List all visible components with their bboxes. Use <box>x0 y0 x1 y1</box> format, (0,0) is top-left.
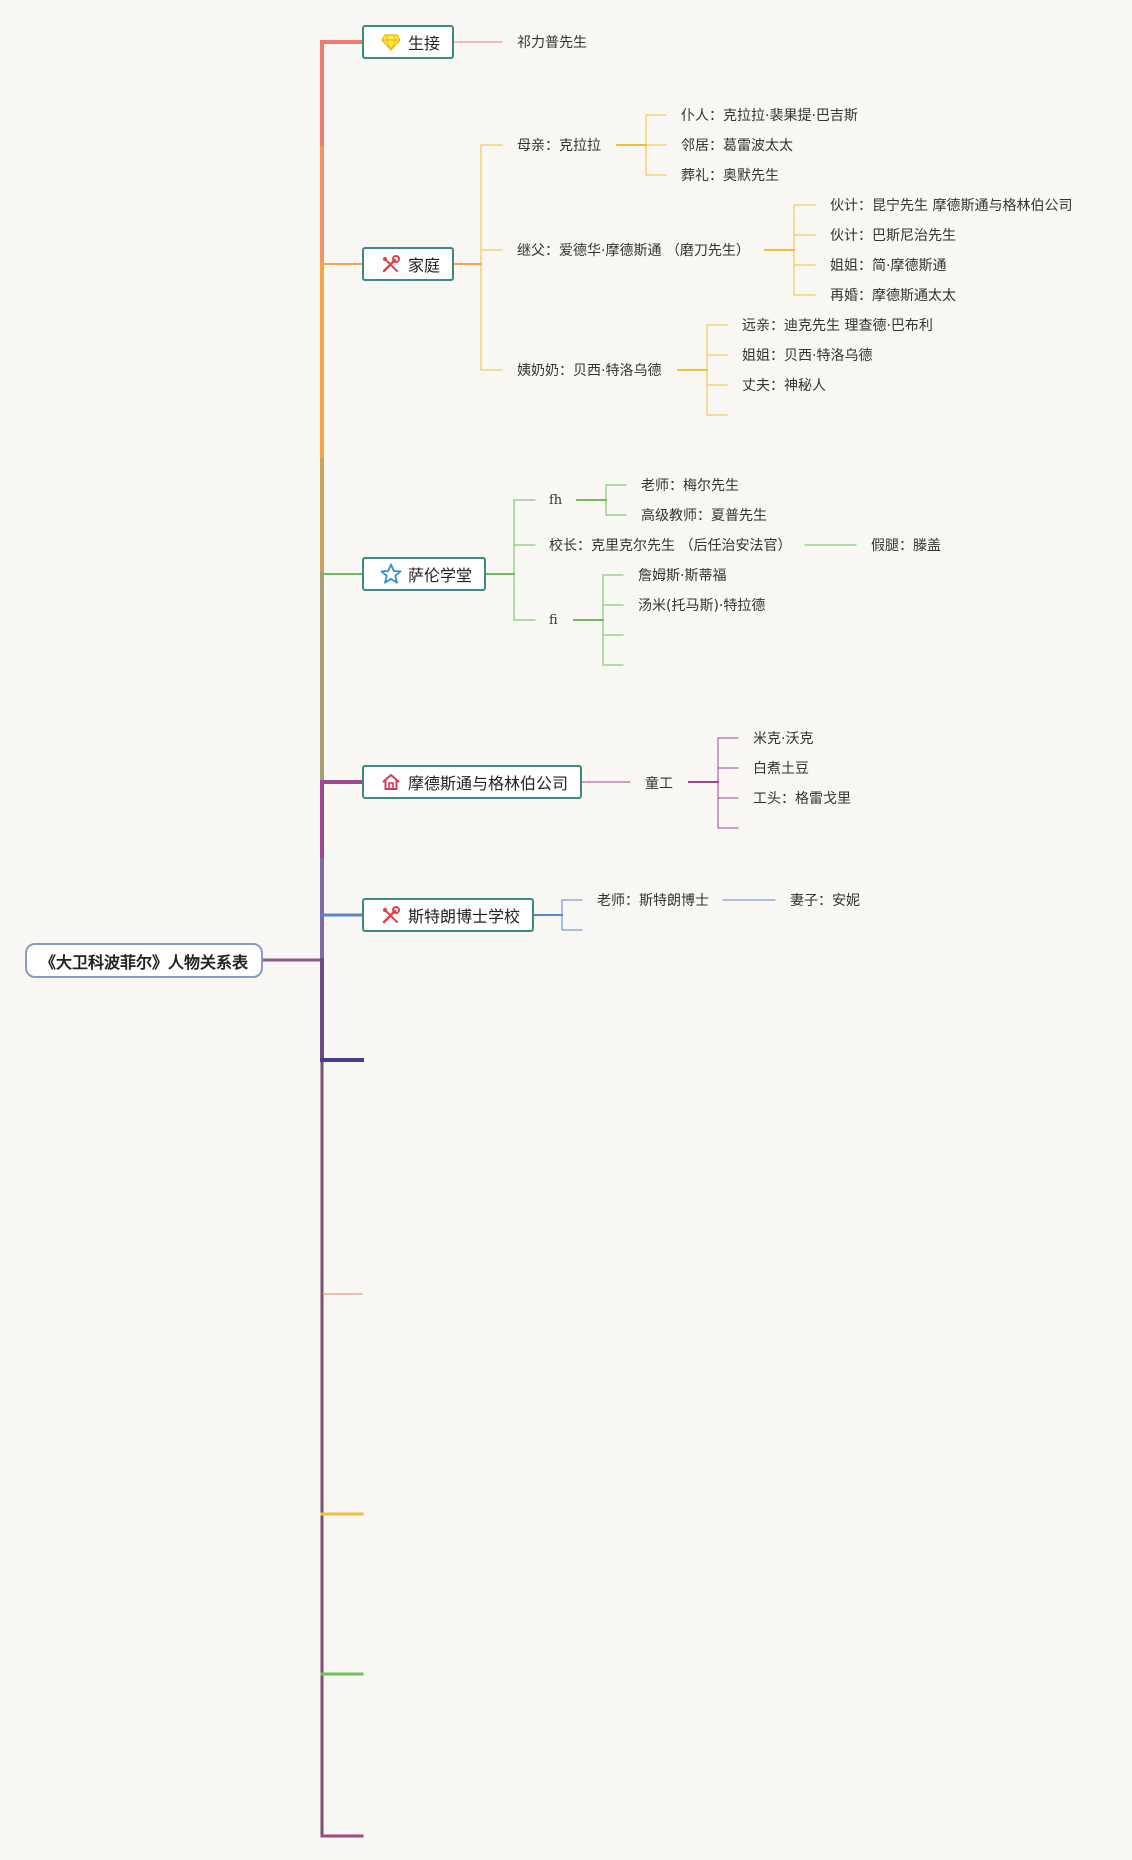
node[interactable]: 仆人：克拉拉·裴果提·巴吉斯 <box>681 108 858 124</box>
node[interactable]: 母亲：克拉拉 <box>517 138 601 154</box>
node[interactable]: 汤米(托马斯)·特拉德 <box>638 598 766 614</box>
star-icon <box>380 563 402 585</box>
node[interactable]: 伙计：昆宁先生 摩德斯通与格林伯公司 <box>830 198 1073 214</box>
branch-label: 斯特朗博士学校 <box>408 907 521 926</box>
node[interactable]: 葬礼：奥默先生 <box>681 168 779 184</box>
diamond-icon <box>380 31 402 53</box>
node[interactable]: fi <box>549 613 558 628</box>
node[interactable]: 假腿：滕盖 <box>871 538 941 554</box>
node[interactable]: 妻子：安妮 <box>790 893 860 909</box>
node[interactable]: 工头：格雷戈里 <box>753 791 851 807</box>
node[interactable]: 姐姐：简·摩德斯通 <box>830 258 947 274</box>
node[interactable]: 老师：斯特朗博士 <box>597 893 709 909</box>
node[interactable]: 祁力普先生 <box>517 35 587 51</box>
node[interactable]: 老师：梅尔先生 <box>641 478 739 494</box>
branch-shengjie[interactable]: 生接 <box>362 25 455 59</box>
branch-murdstone-grinby[interactable]: 摩德斯通与格林伯公司 <box>362 765 583 799</box>
node[interactable]: 米克·沃克 <box>753 731 814 747</box>
branch-label: 家庭 <box>408 256 441 275</box>
tools-icon <box>380 253 402 275</box>
node[interactable]: 高级教师：夏普先生 <box>641 508 767 524</box>
node[interactable]: 远亲：迪克先生 理查德·巴布利 <box>742 318 933 334</box>
node[interactable]: 伙计：巴斯尼治先生 <box>830 228 956 244</box>
node[interactable]: 白煮土豆 <box>753 761 809 777</box>
branch-label: 摩德斯通与格林伯公司 <box>408 774 569 793</box>
branch-dr-strong-school[interactable]: 斯特朗博士学校 <box>362 898 535 932</box>
node[interactable]: 丈夫：神秘人 <box>742 378 826 394</box>
node[interactable]: fh <box>549 493 563 508</box>
node[interactable]: 童工 <box>645 776 673 792</box>
node[interactable]: 詹姆斯·斯蒂福 <box>638 568 727 584</box>
node[interactable]: 姐姐：贝西·特洛乌德 <box>742 348 873 364</box>
node[interactable]: 邻居：葛雷波太太 <box>681 138 793 154</box>
branch-label: 萨伦学堂 <box>408 566 473 585</box>
branch-salem-house[interactable]: 萨伦学堂 <box>362 557 487 591</box>
root-topic[interactable]: 《大卫科波菲尔》人物关系表 <box>25 943 263 978</box>
tools-icon <box>380 904 402 926</box>
node[interactable]: 校长：克里克尔先生 （后任治安法官） <box>549 538 792 554</box>
node[interactable]: 再婚：摩德斯通太太 <box>830 288 956 304</box>
node[interactable]: 继父：爱德华·摩德斯通 （磨刀先生） <box>517 243 750 259</box>
branch-label: 生接 <box>408 34 441 53</box>
node[interactable]: 姨奶奶：贝西·特洛乌德 <box>517 363 662 379</box>
branch-family[interactable]: 家庭 <box>362 247 455 281</box>
house-icon <box>380 771 402 793</box>
